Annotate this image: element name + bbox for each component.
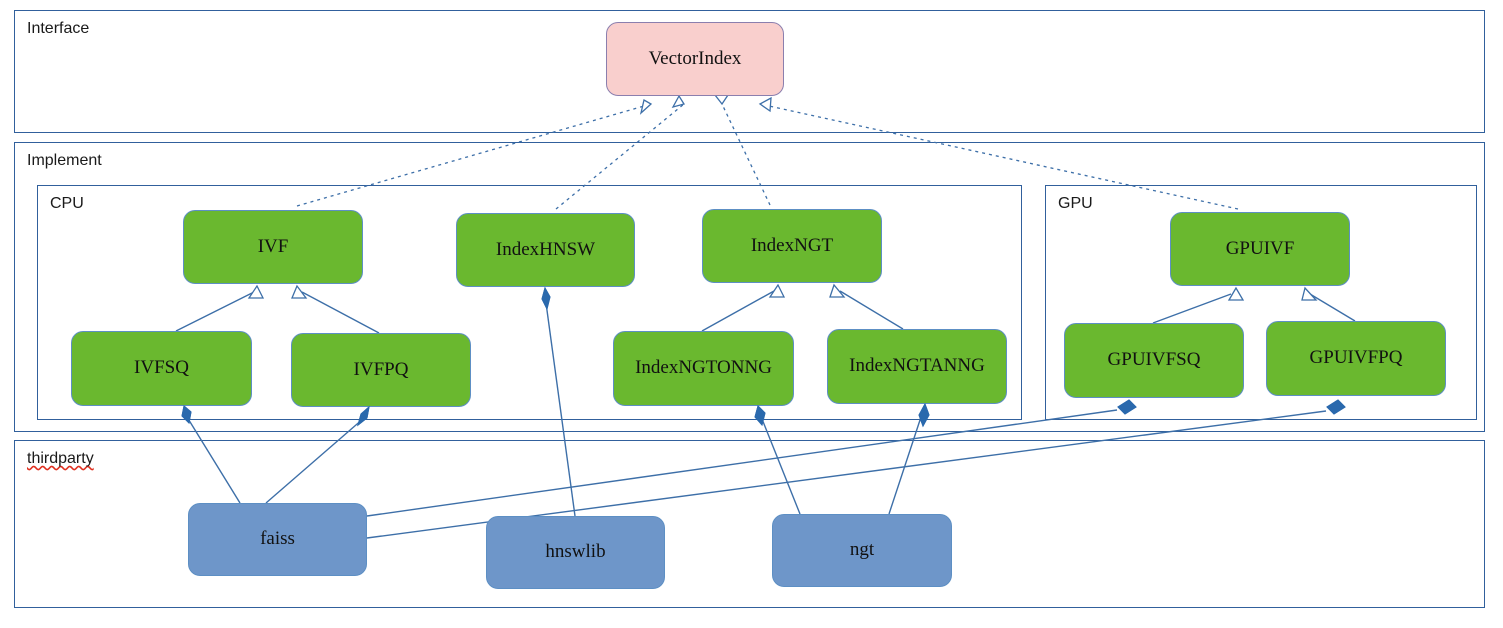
- node-hnswlib[interactable]: hnswlib: [486, 516, 665, 589]
- node-ngt[interactable]: ngt: [772, 514, 952, 587]
- node-label-ivfpq: IVFPQ: [353, 358, 409, 380]
- group-label-implement: Implement: [27, 152, 102, 169]
- node-indexngt[interactable]: IndexNGT: [702, 209, 882, 283]
- group-label-cpu: CPU: [50, 195, 84, 212]
- node-label-indexngtonng: IndexNGTONNG: [635, 357, 772, 379]
- group-label-gpu: GPU: [1058, 195, 1093, 212]
- node-label-indexngt: IndexNGT: [750, 234, 834, 256]
- node-label-hnswlib: hnswlib: [545, 541, 606, 563]
- group-label-thirdparty: thirdparty: [27, 450, 94, 467]
- node-label-vectorindex: VectorIndex: [648, 47, 742, 69]
- node-label-gpuivf: GPUIVF: [1225, 237, 1295, 259]
- node-label-gpuivfpq: GPUIVFPQ: [1309, 347, 1403, 369]
- node-indexngtanng[interactable]: IndexNGTANNG: [827, 329, 1007, 404]
- node-label-indexngtanng: IndexNGTANNG: [849, 355, 985, 377]
- node-ivfsq[interactable]: IVFSQ: [71, 331, 252, 406]
- node-faiss[interactable]: faiss: [188, 503, 367, 576]
- node-indexhnsw[interactable]: IndexHNSW: [456, 213, 635, 287]
- node-gpuivfsq[interactable]: GPUIVFSQ: [1064, 323, 1244, 398]
- node-gpuivfpq[interactable]: GPUIVFPQ: [1266, 321, 1446, 396]
- node-ivf[interactable]: IVF: [183, 210, 363, 284]
- node-vectorindex[interactable]: VectorIndex: [606, 22, 784, 96]
- node-ivfpq[interactable]: IVFPQ: [291, 333, 471, 407]
- node-label-ivfsq: IVFSQ: [134, 357, 189, 379]
- node-label-faiss: faiss: [260, 528, 295, 550]
- group-label-interface: Interface: [27, 20, 90, 37]
- node-gpuivf[interactable]: GPUIVF: [1170, 212, 1350, 286]
- node-label-ngt: ngt: [849, 539, 875, 561]
- node-label-gpuivfsq: GPUIVFSQ: [1107, 349, 1201, 371]
- node-label-indexhnsw: IndexHNSW: [495, 238, 596, 260]
- node-label-ivf: IVF: [257, 235, 289, 257]
- node-indexngtonng[interactable]: IndexNGTONNG: [613, 331, 794, 406]
